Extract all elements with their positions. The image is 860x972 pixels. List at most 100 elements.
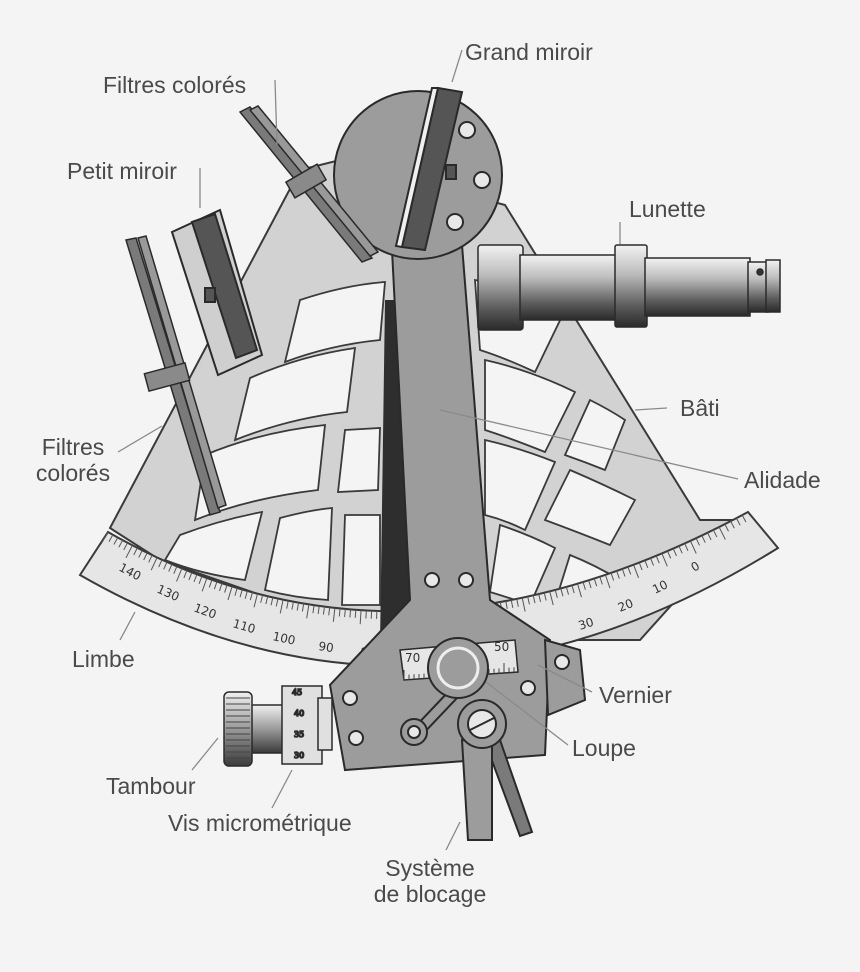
limb-tick xyxy=(338,608,341,617)
limb-tick xyxy=(359,610,362,625)
limb-tick xyxy=(253,593,258,608)
label-petit-miroir: Petit miroir xyxy=(67,158,177,184)
limb-tick xyxy=(275,598,279,607)
limb-tick xyxy=(604,574,611,589)
alidade-arm xyxy=(328,243,587,772)
limb-tick xyxy=(260,594,264,603)
limb-tick xyxy=(249,592,253,601)
limb-tick xyxy=(291,601,294,610)
limb-tick xyxy=(610,572,615,581)
label-filtres-colores-left-line2: colorés xyxy=(35,460,111,486)
label-filtres-colores-left: Filtres colorés xyxy=(30,434,116,486)
label-grand-miroir: Grand miroir xyxy=(465,39,593,65)
label-filtres-colores-left-line1: Filtres xyxy=(41,434,105,460)
limb-tick xyxy=(633,564,640,579)
limb-tick xyxy=(672,548,677,557)
limb-tick xyxy=(143,552,148,561)
limb-tick xyxy=(168,564,173,572)
limb-tick xyxy=(582,581,586,590)
vernier-number: 50 xyxy=(494,640,509,654)
limb-tick xyxy=(718,526,726,540)
limb-tick xyxy=(571,585,575,594)
label-alidade: Alidade xyxy=(744,467,821,493)
limb-tick xyxy=(650,557,654,566)
limb-tick xyxy=(344,608,346,618)
limb-tick xyxy=(644,560,649,569)
limb-tick xyxy=(148,554,153,563)
limb-tick xyxy=(317,605,320,614)
limb-tick xyxy=(306,604,310,619)
drum-number: 35 xyxy=(294,730,304,739)
loupe-magnifier xyxy=(400,637,489,746)
label-systeme-de-blocage-line2: de blocage xyxy=(373,881,487,907)
limb-tick xyxy=(219,583,223,592)
limb-tick xyxy=(173,566,178,574)
limb-tick xyxy=(684,543,689,551)
limb-tick xyxy=(118,539,124,548)
leader-lines xyxy=(117,49,739,851)
limb-number: 110 xyxy=(231,616,257,636)
limb-tick xyxy=(521,597,526,612)
limb-tick xyxy=(695,537,700,546)
limb-number: 100 xyxy=(271,629,296,647)
limb-tick xyxy=(543,592,547,601)
limb: 140 130 120 110 100 90 80 30 20 10 0 xyxy=(78,510,780,668)
limb-tick xyxy=(224,584,228,593)
limb-tick xyxy=(599,576,603,585)
limb-tick xyxy=(712,529,718,538)
limb-number: 20 xyxy=(616,596,635,615)
top-shade-filters xyxy=(238,105,380,263)
limb-tick xyxy=(328,607,331,616)
limb-tick xyxy=(100,531,109,545)
limb-tick xyxy=(312,605,315,614)
limb-tick xyxy=(125,545,133,559)
limb-tick xyxy=(689,540,697,554)
limb-tick xyxy=(627,566,632,575)
horizon-mirror xyxy=(170,208,264,377)
limb-tick xyxy=(354,609,357,618)
limb-number: 90 xyxy=(318,639,335,655)
clamp-system xyxy=(457,699,534,841)
label-limbe: Limbe xyxy=(72,646,135,672)
limb-tick xyxy=(349,609,352,618)
limb-tick xyxy=(213,581,218,590)
limb-tick xyxy=(655,555,660,564)
limb-tick xyxy=(577,583,582,598)
drum-number: 45 xyxy=(292,688,302,697)
index-mirror xyxy=(333,86,503,260)
limb-tick xyxy=(554,589,558,598)
limb-tick xyxy=(201,577,208,592)
limb-tick xyxy=(735,517,741,526)
limb-tick xyxy=(108,534,114,542)
limb-tick xyxy=(616,570,620,579)
label-lunette: Lunette xyxy=(629,196,706,222)
limb-tick xyxy=(133,547,138,556)
limb-tick xyxy=(322,606,325,615)
limb-tick xyxy=(138,550,143,558)
limb-tick xyxy=(588,580,592,589)
limb-tick xyxy=(565,586,570,595)
limb-tick xyxy=(724,523,729,532)
limb-tick xyxy=(193,574,198,583)
limb-tick xyxy=(279,599,284,614)
limb-tick xyxy=(296,602,300,611)
left-shade-filters xyxy=(125,235,227,516)
limb-number: 10 xyxy=(650,577,670,596)
limb-tick xyxy=(730,520,735,529)
limb-tick xyxy=(188,572,193,581)
limb-tick xyxy=(638,562,643,571)
micrometer: 45 40 35 30 xyxy=(223,685,333,767)
limb-tick xyxy=(113,537,119,545)
limb-tick xyxy=(701,535,706,543)
limb-tick xyxy=(532,595,536,604)
limb-tick xyxy=(707,532,712,541)
limb-tick xyxy=(227,586,233,601)
limb-tick xyxy=(183,570,188,579)
limb-tick xyxy=(301,603,305,612)
label-systeme-de-blocage-line1: Système xyxy=(385,855,475,881)
vernier-number: 70 xyxy=(405,651,420,665)
limb-tick xyxy=(244,590,248,599)
label-loupe: Loupe xyxy=(572,735,636,761)
